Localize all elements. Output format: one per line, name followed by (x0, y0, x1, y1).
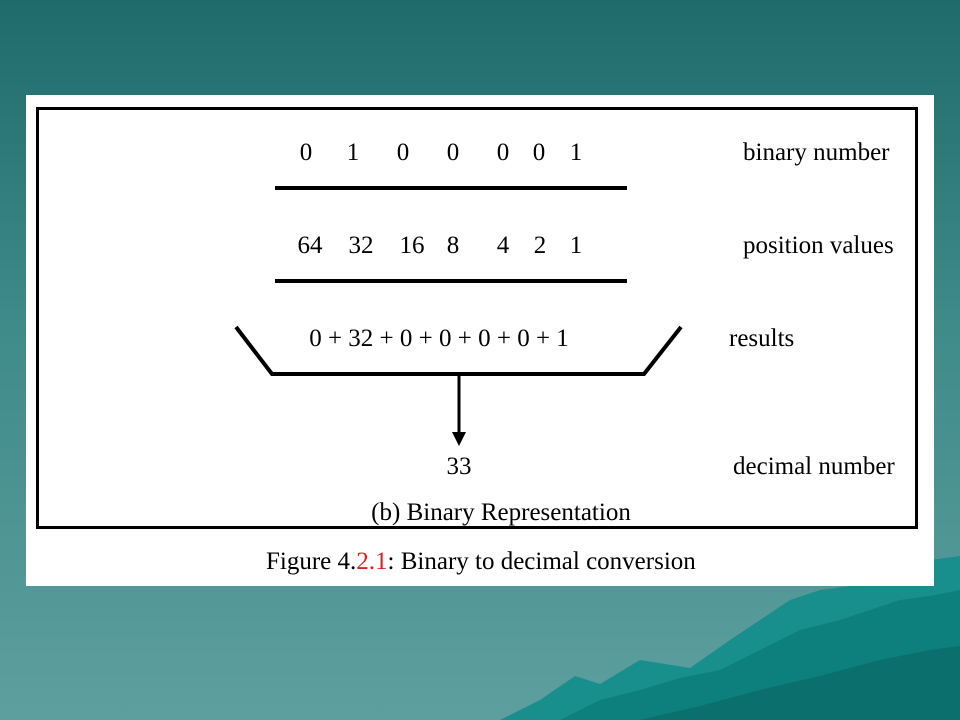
label-position-values: position values (743, 232, 894, 259)
label-results: results (729, 325, 795, 352)
divider-rule (275, 279, 627, 283)
caption-number: 2.1 (356, 548, 388, 575)
position-value: 64 (297, 232, 323, 259)
binary-digit: 0 (532, 139, 546, 166)
summation-funnel (234, 325, 683, 446)
diagram-frame: 0 1 0 0 0 0 1 binary number 64 32 16 8 4… (36, 107, 918, 529)
binary-digit: 0 (496, 139, 510, 166)
position-value: 16 (399, 232, 425, 259)
arrow-down-icon (452, 432, 466, 446)
position-value: 32 (348, 232, 374, 259)
figure-card: 0 1 0 0 0 0 1 binary number 64 32 16 8 4… (26, 95, 934, 586)
caption-prefix: Figure 4. (266, 548, 357, 575)
position-value: 4 (496, 232, 510, 259)
figure-caption: Figure 4.2.1: Binary to decimal conversi… (266, 549, 696, 574)
results-expression: 0 + 32 + 0 + 0 + 0 + 0 + 1 (309, 325, 569, 352)
decimal-result: 33 (446, 453, 472, 480)
position-value: 2 (533, 232, 547, 259)
diagram-subtitle: (b) Binary Representation (371, 499, 631, 526)
binary-digit: 0 (396, 139, 410, 166)
label-decimal-number: decimal number (733, 453, 895, 480)
binary-digit: 1 (346, 139, 360, 166)
label-binary-number: binary number (743, 139, 890, 166)
position-value: 1 (569, 232, 583, 259)
binary-digit: 0 (446, 139, 460, 166)
binary-digit: 0 (299, 139, 313, 166)
caption-suffix: : Binary to decimal conversion (387, 548, 696, 575)
position-value: 8 (446, 232, 460, 259)
divider-rule (275, 186, 627, 190)
binary-digit: 1 (569, 139, 583, 166)
